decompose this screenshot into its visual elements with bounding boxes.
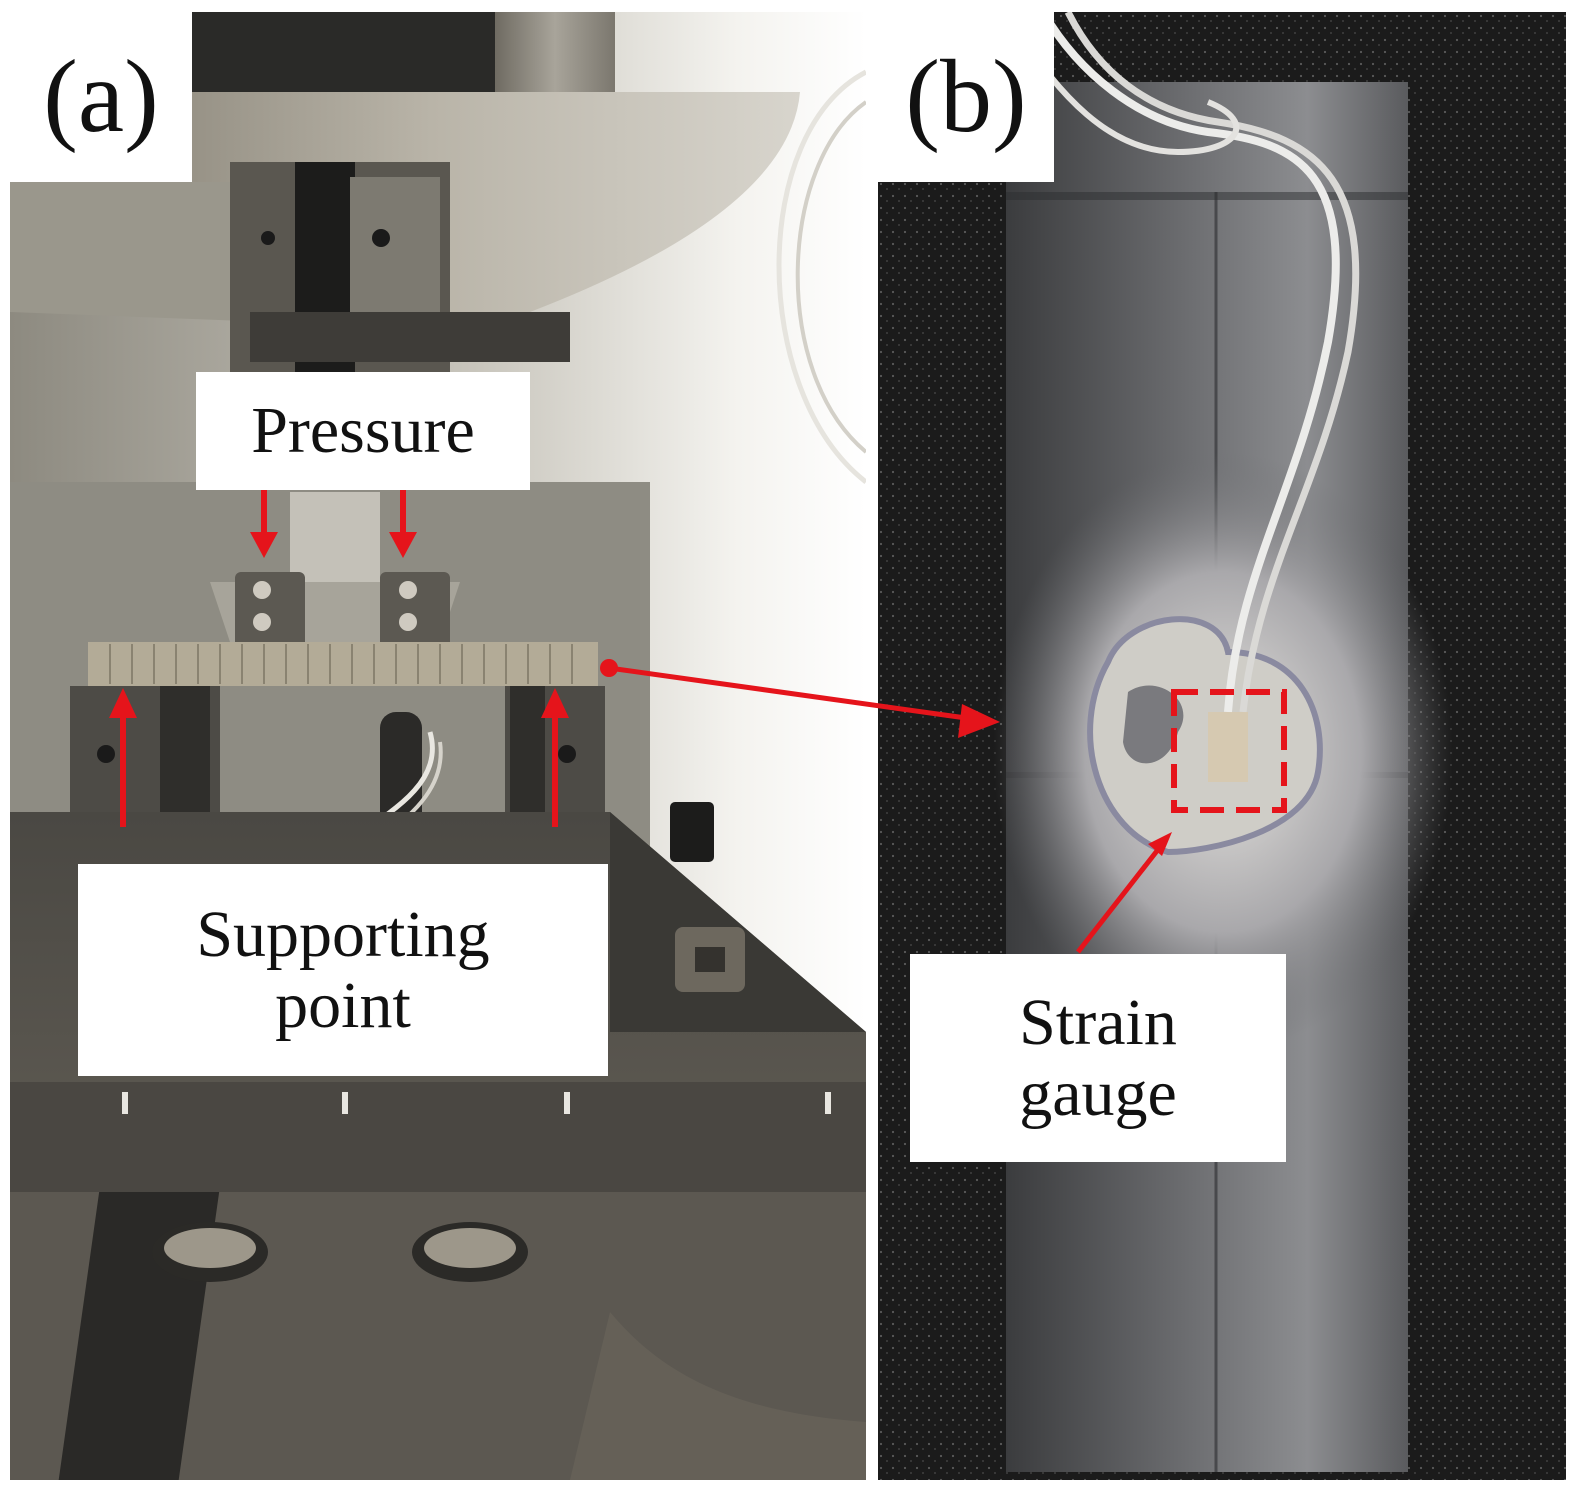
specimen-photo (878, 12, 1566, 1480)
panel-a-photo: (a) Pressure Supporting point (10, 12, 866, 1480)
strain-gauge-highlight-box (1171, 689, 1287, 813)
supporting-point-line1: Supporting (196, 897, 490, 971)
panel-b-label-text: (b) (905, 38, 1027, 154)
pressure-label-text: Pressure (251, 394, 475, 468)
strain-gauge-label: Strain gauge (910, 954, 1286, 1162)
supporting-point-label: Supporting point (78, 864, 608, 1076)
pressure-label: Pressure (196, 372, 530, 490)
supporting-point-line2: point (275, 969, 411, 1042)
strain-gauge-pointer-arrow (1076, 832, 1172, 954)
strain-gauge-line2: gauge (1019, 1057, 1177, 1130)
force-arrows (109, 490, 569, 827)
panel-a-label: (a) (10, 12, 192, 182)
panel-b-label: (b) (878, 12, 1054, 182)
strain-gauge-line1: Strain (1019, 985, 1177, 1059)
panel-b-photo: (b) Strain gauge (878, 12, 1566, 1480)
bending-rig-photo (10, 12, 866, 1480)
panel-a-label-text: (a) (43, 38, 159, 154)
